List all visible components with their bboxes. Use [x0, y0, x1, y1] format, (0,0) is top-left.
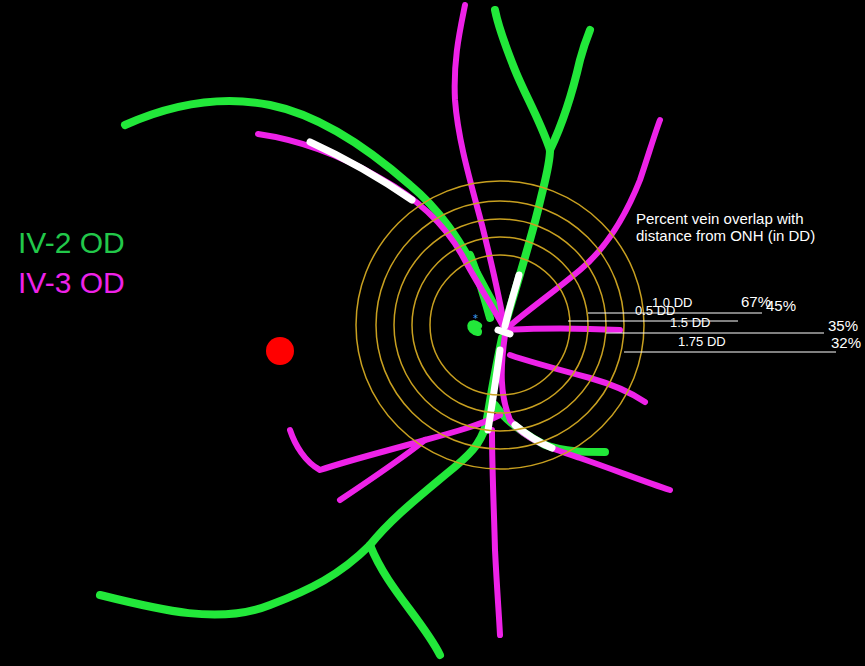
overlap-segment — [498, 330, 510, 334]
subject-label: IV-2 OD — [18, 226, 125, 261]
green-vessel — [550, 30, 590, 150]
distance-ring — [430, 255, 570, 395]
leader-line — [568, 321, 738, 322]
chart-note: Percent vein overlap with distance from … — [636, 210, 858, 245]
fovea-dot — [266, 337, 294, 365]
magenta-vessels — [258, 5, 670, 635]
green-vessel — [471, 324, 478, 332]
percent-value: 32% — [831, 334, 861, 351]
leader-line — [624, 352, 836, 353]
distance-label: 1.75 DD — [678, 335, 726, 350]
distance-label: 1.5 DD — [670, 316, 710, 331]
green-vessel — [100, 338, 502, 615]
green-vessels — [100, 10, 605, 655]
onh-marker: * — [473, 313, 478, 324]
overlap-segments — [310, 142, 552, 448]
green-vessel — [495, 10, 550, 150]
percent-value: 35% — [828, 317, 858, 334]
magenta-vessel — [340, 440, 425, 500]
leader-lines — [568, 313, 836, 352]
distance-ring — [376, 201, 624, 449]
magenta-vessel — [455, 5, 505, 330]
overlap-segment — [310, 142, 412, 200]
distance-ring — [412, 237, 588, 413]
subject-label: IV-3 OD — [18, 266, 125, 301]
green-vessel — [370, 545, 440, 655]
overlap-segment — [488, 350, 500, 430]
distance-label: 1.0 DD — [652, 296, 692, 311]
distance-ring — [394, 219, 606, 431]
magenta-vessel — [492, 430, 500, 635]
leader-line — [606, 333, 824, 334]
magenta-vessel — [505, 329, 620, 331]
distance-rings — [356, 181, 644, 469]
overlap-segment — [505, 275, 519, 326]
magenta-vessel — [510, 355, 645, 402]
percent-value: 45% — [766, 297, 796, 314]
distance-ring — [356, 181, 644, 469]
